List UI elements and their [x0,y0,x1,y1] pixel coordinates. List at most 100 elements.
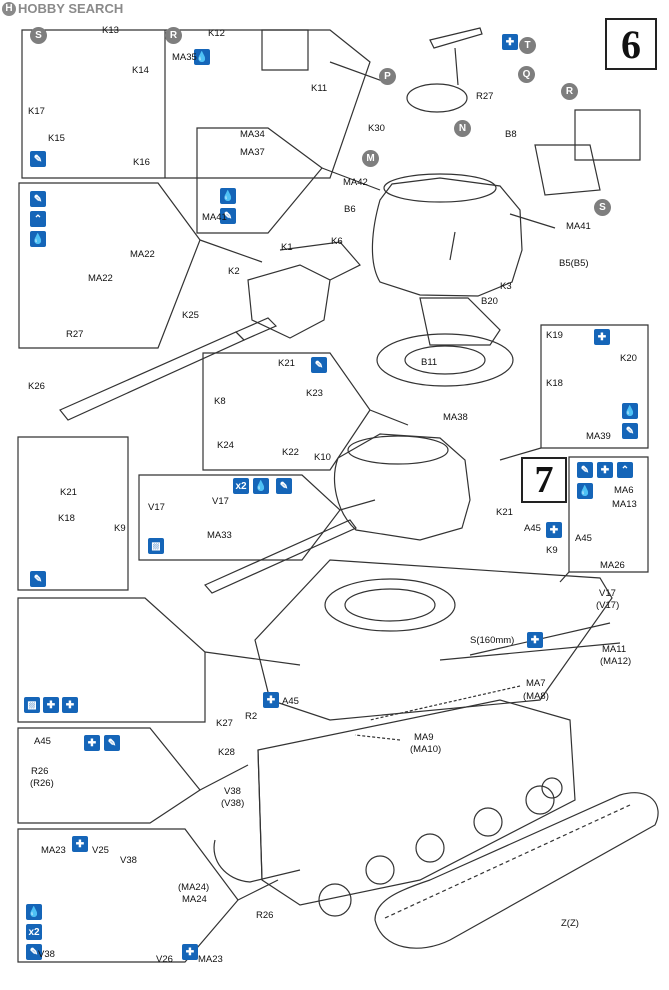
part-label: MA9 [414,732,434,743]
part-label: K20 [620,353,637,364]
part-label: (MA12) [600,656,632,667]
part-label: MA22 [130,249,155,260]
brush-icon: ✎ [30,191,46,207]
part-label: MA41 [202,212,227,223]
part-label: MA23 [198,954,223,965]
glue-icon: ✚ [72,836,88,852]
paint-drop-icon: 💧 [577,483,593,499]
part-label: A45 [282,696,299,707]
part-label: (R26) [30,778,54,789]
part-label: K12 [208,28,225,39]
glue-icon: ✚ [62,697,78,713]
marker-q: Q [518,66,535,83]
marker-n: N [454,120,471,137]
watermark: H HOBBY SEARCH [2,1,123,16]
x2-icon: x2 [233,478,249,494]
part-label: K9 [114,523,126,534]
part-label: MA34 [240,129,265,140]
part-label: MA22 [88,273,113,284]
part-label: B11 [421,357,438,368]
part-label: K21 [60,487,77,498]
part-label: MA39 [586,431,611,442]
brush-icon: ✎ [577,462,593,478]
marker-t: T [519,37,536,54]
part-label: V17 [212,496,229,507]
part-label: K21 [496,507,513,518]
paint-drop-icon: 💧 [622,403,638,419]
part-label: K28 [218,747,235,758]
bend-icon: ⌃ [30,211,46,227]
part-label: V25 [92,845,109,856]
part-label: K16 [133,157,150,168]
part-label: R26 [256,910,274,921]
decal-icon: ▨ [24,697,40,713]
step-number-7: 7 [521,457,567,503]
part-label: K1 [281,242,293,253]
part-label: MA42 [343,177,368,188]
glue-icon: ✚ [84,735,100,751]
part-label: Z(Z) [561,918,579,929]
x2-icon: x2 [26,924,42,940]
part-label: (MA10) [410,744,442,755]
part-label: MA38 [443,412,468,423]
part-label: A45 [575,533,592,544]
marker-s-right: S [594,199,611,216]
brush-icon: ✎ [104,735,120,751]
paint-drop-icon: 💧 [220,188,236,204]
part-label: K8 [214,396,226,407]
marker-r: R [165,27,182,44]
part-label: MA33 [207,530,232,541]
part-label: K22 [282,447,299,458]
part-label: V17 [599,588,616,599]
glue-icon: ✚ [263,692,279,708]
part-label: K25 [182,310,199,321]
part-label: B6 [344,204,356,215]
part-label: MA7 [526,678,546,689]
part-label: MA41 [566,221,591,232]
part-label: R26 [31,766,49,777]
part-label: K27 [216,718,233,729]
part-label: MA35 [172,52,197,63]
watermark-text: HOBBY SEARCH [18,1,124,16]
brush-icon: ✎ [30,151,46,167]
bend-icon: ⌃ [617,462,633,478]
part-label: B20 [481,296,498,307]
part-label: K19 [546,330,563,341]
part-label: K24 [217,440,234,451]
glue-icon: ✚ [546,522,562,538]
part-label: K26 [28,381,45,392]
part-label: K18 [58,513,75,524]
part-label: K17 [28,106,45,117]
part-label: (V38) [221,798,245,809]
part-label: K18 [546,378,563,389]
part-label: K15 [48,133,65,144]
brush-icon: ✎ [311,357,327,373]
marker-r-right: R [561,83,578,100]
marker-p: P [379,68,396,85]
part-label: R27 [66,329,84,340]
brush-icon: ✎ [276,478,292,494]
part-label: A45 [34,736,51,747]
brush-icon: ✎ [26,944,42,960]
part-label: MA37 [240,147,265,158]
part-label: K13 [102,25,119,36]
glue-icon: ✚ [527,632,543,648]
part-label: A45 [524,523,541,534]
brush-icon: ✎ [622,423,638,439]
part-label: K3 [500,281,512,292]
marker-m: M [362,150,379,167]
glue-icon: ✚ [502,34,518,50]
part-label: R2 [245,711,258,722]
part-label: V26 [156,954,173,965]
part-label: K2 [228,266,240,277]
part-label: K9 [546,545,558,556]
part-label: MA13 [612,499,637,510]
decal-icon: ▨ [148,538,164,554]
watermark-logo-icon: H [2,1,16,16]
part-label: (MA8) [523,691,549,702]
glue-icon: ✚ [597,462,613,478]
paint-drop-icon: 💧 [253,478,269,494]
part-label: MA24 [182,894,207,905]
part-label: MA11 [602,644,627,655]
paint-drop-icon: 💧 [26,904,42,920]
